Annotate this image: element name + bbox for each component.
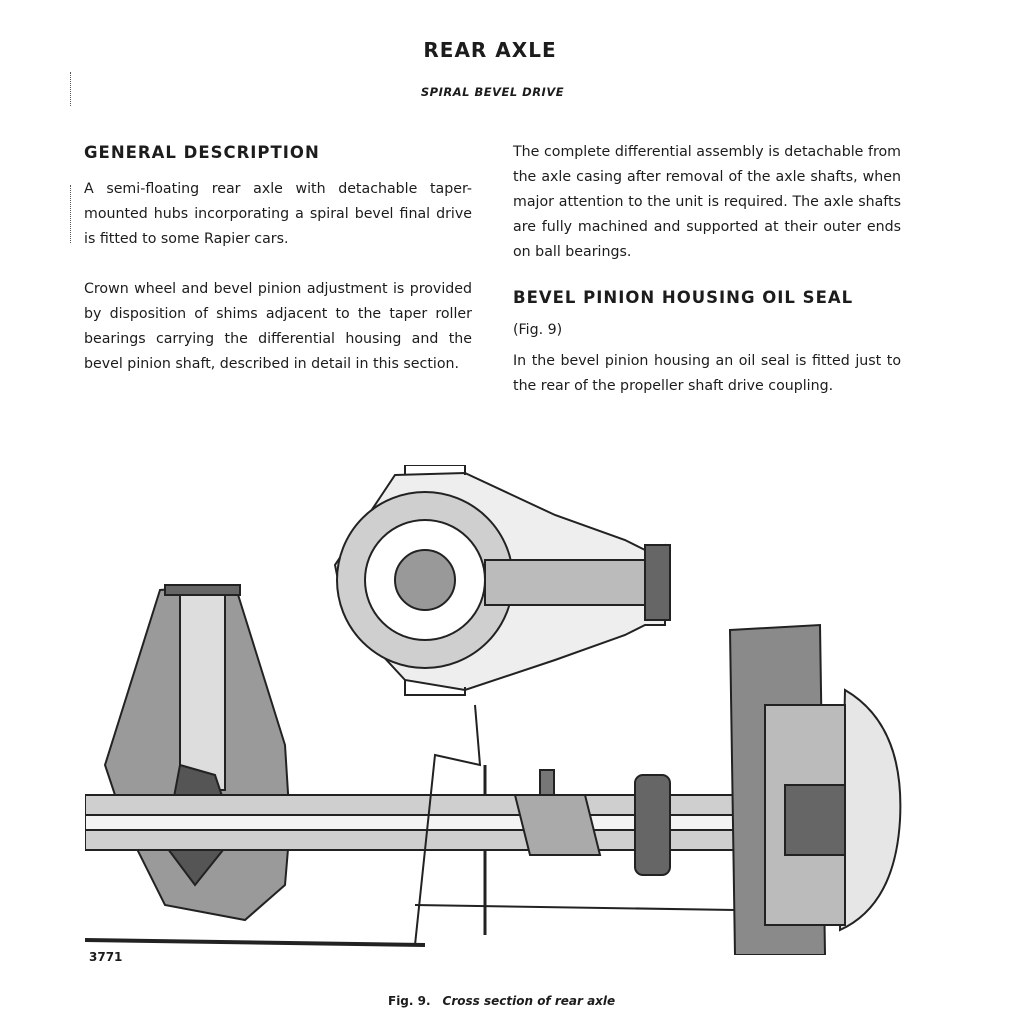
page-title: REAR AXLE bbox=[423, 38, 557, 62]
paragraph: Crown wheel and bevel pinion adjustment … bbox=[84, 281, 472, 372]
brake-linkage bbox=[85, 704, 736, 947]
caption-label: Fig. 9. bbox=[388, 994, 431, 1008]
wheel-brake-drum bbox=[728, 623, 902, 955]
figure-caption: Fig. 9. Cross section of rear axle bbox=[388, 994, 615, 1008]
caption-text: Cross section of rear axle bbox=[442, 994, 616, 1008]
figure-number: 3771 bbox=[89, 950, 123, 964]
paragraph: In the bevel pinion housing an oil seal … bbox=[513, 353, 901, 394]
differential-housing bbox=[103, 583, 292, 922]
section-heading: GENERAL DESCRIPTION bbox=[84, 143, 320, 162]
left-column: GENERAL DESCRIPTION A semi-floating rear… bbox=[84, 140, 472, 377]
paragraph: The complete differential assembly is de… bbox=[513, 144, 901, 260]
rear-axle-cross-section-illustration bbox=[85, 465, 902, 955]
right-column: The complete differential assembly is de… bbox=[513, 140, 901, 399]
margin-mark bbox=[70, 72, 71, 106]
section-heading: BEVEL PINION HOUSING OIL SEAL bbox=[513, 288, 854, 307]
page-subtitle: SPIRAL BEVEL DRIVE bbox=[420, 85, 565, 99]
figure-reference: (Fig. 9) bbox=[513, 322, 563, 338]
differential-inset bbox=[333, 465, 671, 696]
paragraph: A semi-floating rear axle with detachabl… bbox=[84, 181, 472, 247]
margin-mark bbox=[70, 185, 71, 243]
axle-tube bbox=[85, 769, 846, 876]
